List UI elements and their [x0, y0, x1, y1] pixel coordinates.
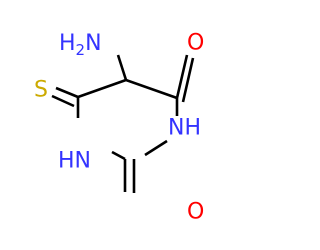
amine-label: H2N — [59, 31, 102, 60]
oxygen-bottom-label: O — [187, 200, 204, 225]
bond-c6-s-double-b — [51, 94, 75, 108]
bond-n3-c2 — [144, 139, 168, 157]
amine-subscript: 2 — [76, 41, 86, 59]
oxygen-top-label: O — [187, 31, 204, 56]
bond-c4-o-double-a — [175, 54, 189, 99]
sulfur-label: S — [34, 78, 48, 103]
bond-c6-s-double-a — [55, 86, 79, 99]
bond-c2-n1 — [111, 150, 126, 161]
bond-c5-c4 — [125, 78, 178, 100]
amine-n-text: N — [85, 31, 101, 56]
amine-h-text: H — [59, 31, 76, 56]
molecule-structure: H2N O NH HN S O — [34, 31, 204, 225]
bond-c5-n-amine — [116, 54, 128, 81]
bond-c6-c5 — [77, 78, 127, 99]
nh-right-label: NH — [168, 116, 201, 141]
bond-c4-o-double-b — [181, 57, 195, 103]
nh-left-label: HN — [58, 149, 91, 174]
